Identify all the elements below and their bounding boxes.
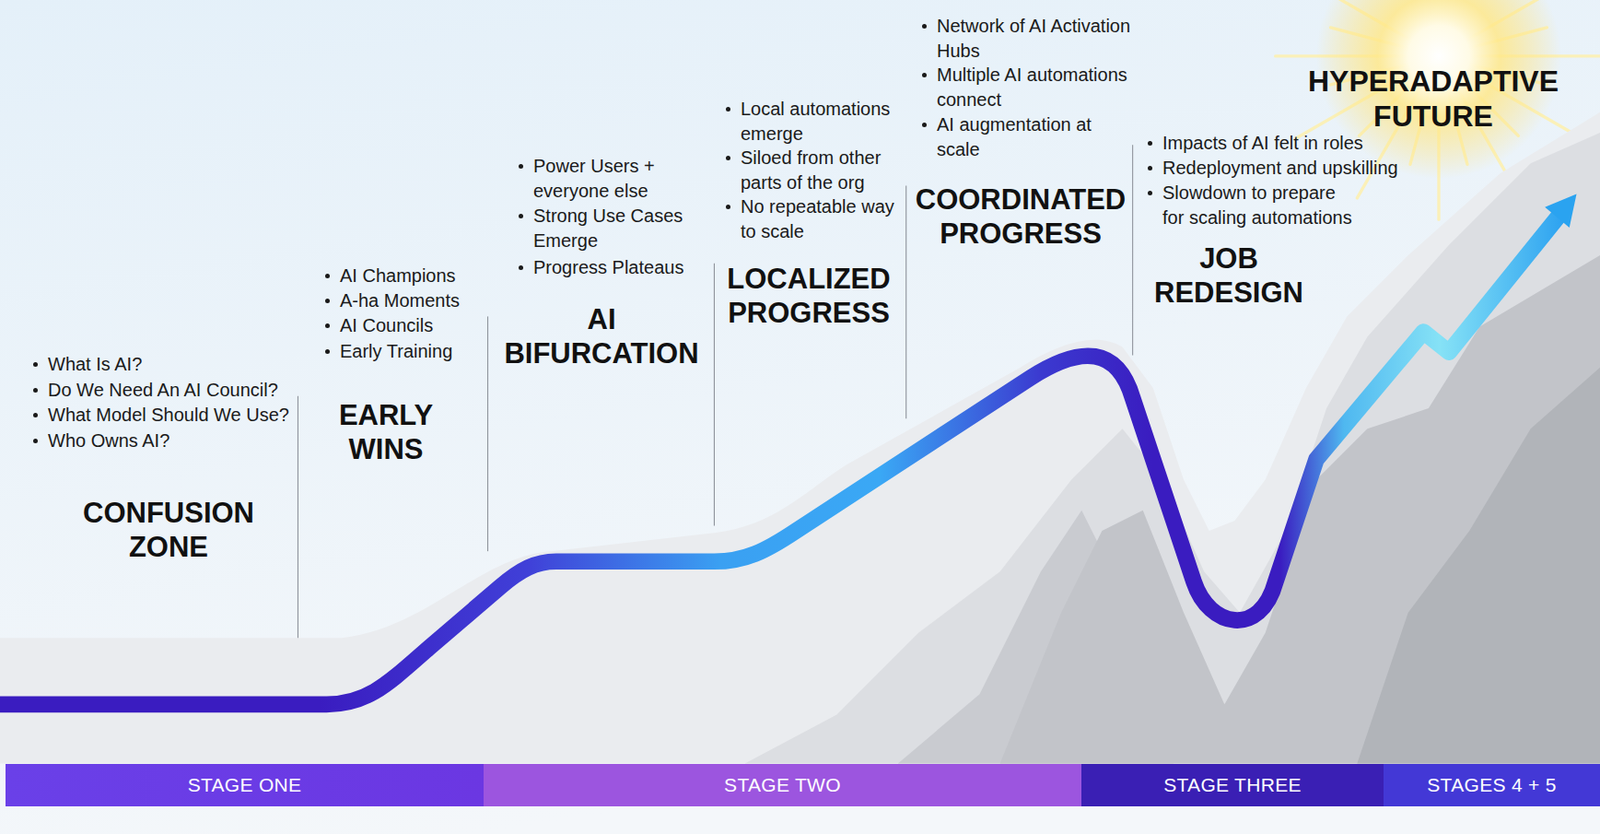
stage-bullet: Early Training xyxy=(322,338,525,364)
stage-bullet: Who Owns AI? xyxy=(30,428,343,454)
stage-band: STAGE THREE xyxy=(1081,763,1384,806)
stage-heading: CONFUSION ZONE xyxy=(58,495,280,564)
stage-label: STAGE THREE xyxy=(1163,773,1302,796)
hill-light xyxy=(0,112,1600,764)
stage-bullet: Network of AI Activation Hubs xyxy=(919,13,1149,64)
stage-heading: COORDINATED PROGRESS xyxy=(896,182,1145,251)
stage-band: STAGE TWO xyxy=(483,763,1082,806)
stage-bullet: Power Users + everyone else xyxy=(515,153,695,204)
stage-bullet: What Model Should We Use? xyxy=(30,402,343,428)
stage-label: STAGES 4 + 5 xyxy=(1426,773,1556,796)
future-heading: HYPERADAPTIVE FUTURE xyxy=(1295,63,1572,134)
stage-bullet: A-ha Moments xyxy=(322,288,525,314)
progress-curve xyxy=(0,215,1560,705)
stage-bullet: AI Councils xyxy=(322,313,525,339)
stage-bullet: No repeatable way to scale xyxy=(723,194,907,245)
stage-heading: EARLY WINS xyxy=(312,397,460,467)
stage-label: STAGE ONE xyxy=(187,773,303,796)
stage-bullet: Progress Plateaus xyxy=(515,255,695,281)
stage-bullet: Impacts of AI felt in roles xyxy=(1144,130,1421,156)
stage-band: STAGE ONE xyxy=(5,763,484,806)
stage-bullet: AI augmentation at scale xyxy=(919,112,1122,163)
mountain-mid xyxy=(745,132,1600,764)
stage-bullet: What Is AI? xyxy=(30,351,343,377)
stage-heading: AI BIFURCATION xyxy=(490,302,713,371)
mountain-darkest xyxy=(1356,367,1600,764)
stage-bullet: Strong Use Cases Emerge xyxy=(515,203,695,254)
stage-heading: JOB REDESIGN xyxy=(1136,241,1321,310)
stage-bullet: AI Champions xyxy=(322,263,525,289)
stage-bullet: Local automations emerge xyxy=(723,96,907,147)
stage-bullet: Siloed from other parts of the org xyxy=(723,145,907,196)
stage-bullet: Do We Need An AI Council? xyxy=(30,377,343,403)
stage-bullet: Slowdown to prepare for scaling automati… xyxy=(1144,180,1384,231)
stage-label: STAGE TWO xyxy=(724,773,841,796)
stage-bullet: Multiple AI automations connect xyxy=(919,62,1149,113)
arrow-head xyxy=(1544,193,1577,228)
stage-bullet: Redeployment and upskilling xyxy=(1144,155,1421,181)
stage-band: STAGES 4 + 5 xyxy=(1383,763,1600,806)
stage-heading: LOCALIZED PROGRESS xyxy=(702,261,915,330)
